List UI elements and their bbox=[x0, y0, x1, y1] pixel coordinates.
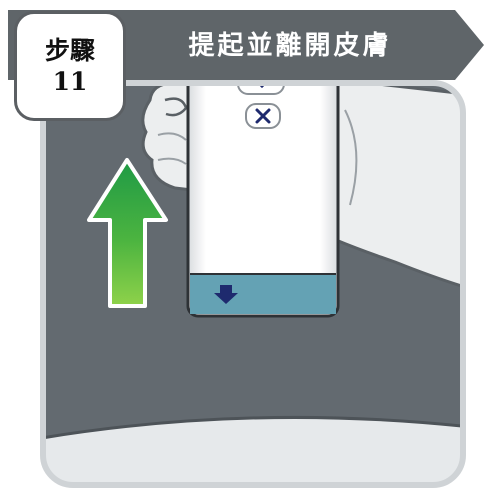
title-banner bbox=[8, 10, 484, 80]
arrow-down-icon bbox=[214, 285, 238, 304]
x-icon bbox=[255, 108, 271, 124]
illustration-panel bbox=[40, 80, 466, 488]
step-number: 11 bbox=[52, 67, 88, 96]
arrow-up-icon bbox=[87, 158, 168, 308]
page-title: 提起並離開皮膚 bbox=[188, 30, 392, 61]
device-window bbox=[190, 274, 336, 314]
step-label: 步驟 bbox=[44, 36, 95, 65]
autoinjector-device bbox=[186, 83, 340, 318]
step-badge: 步驟 11 bbox=[14, 11, 126, 121]
